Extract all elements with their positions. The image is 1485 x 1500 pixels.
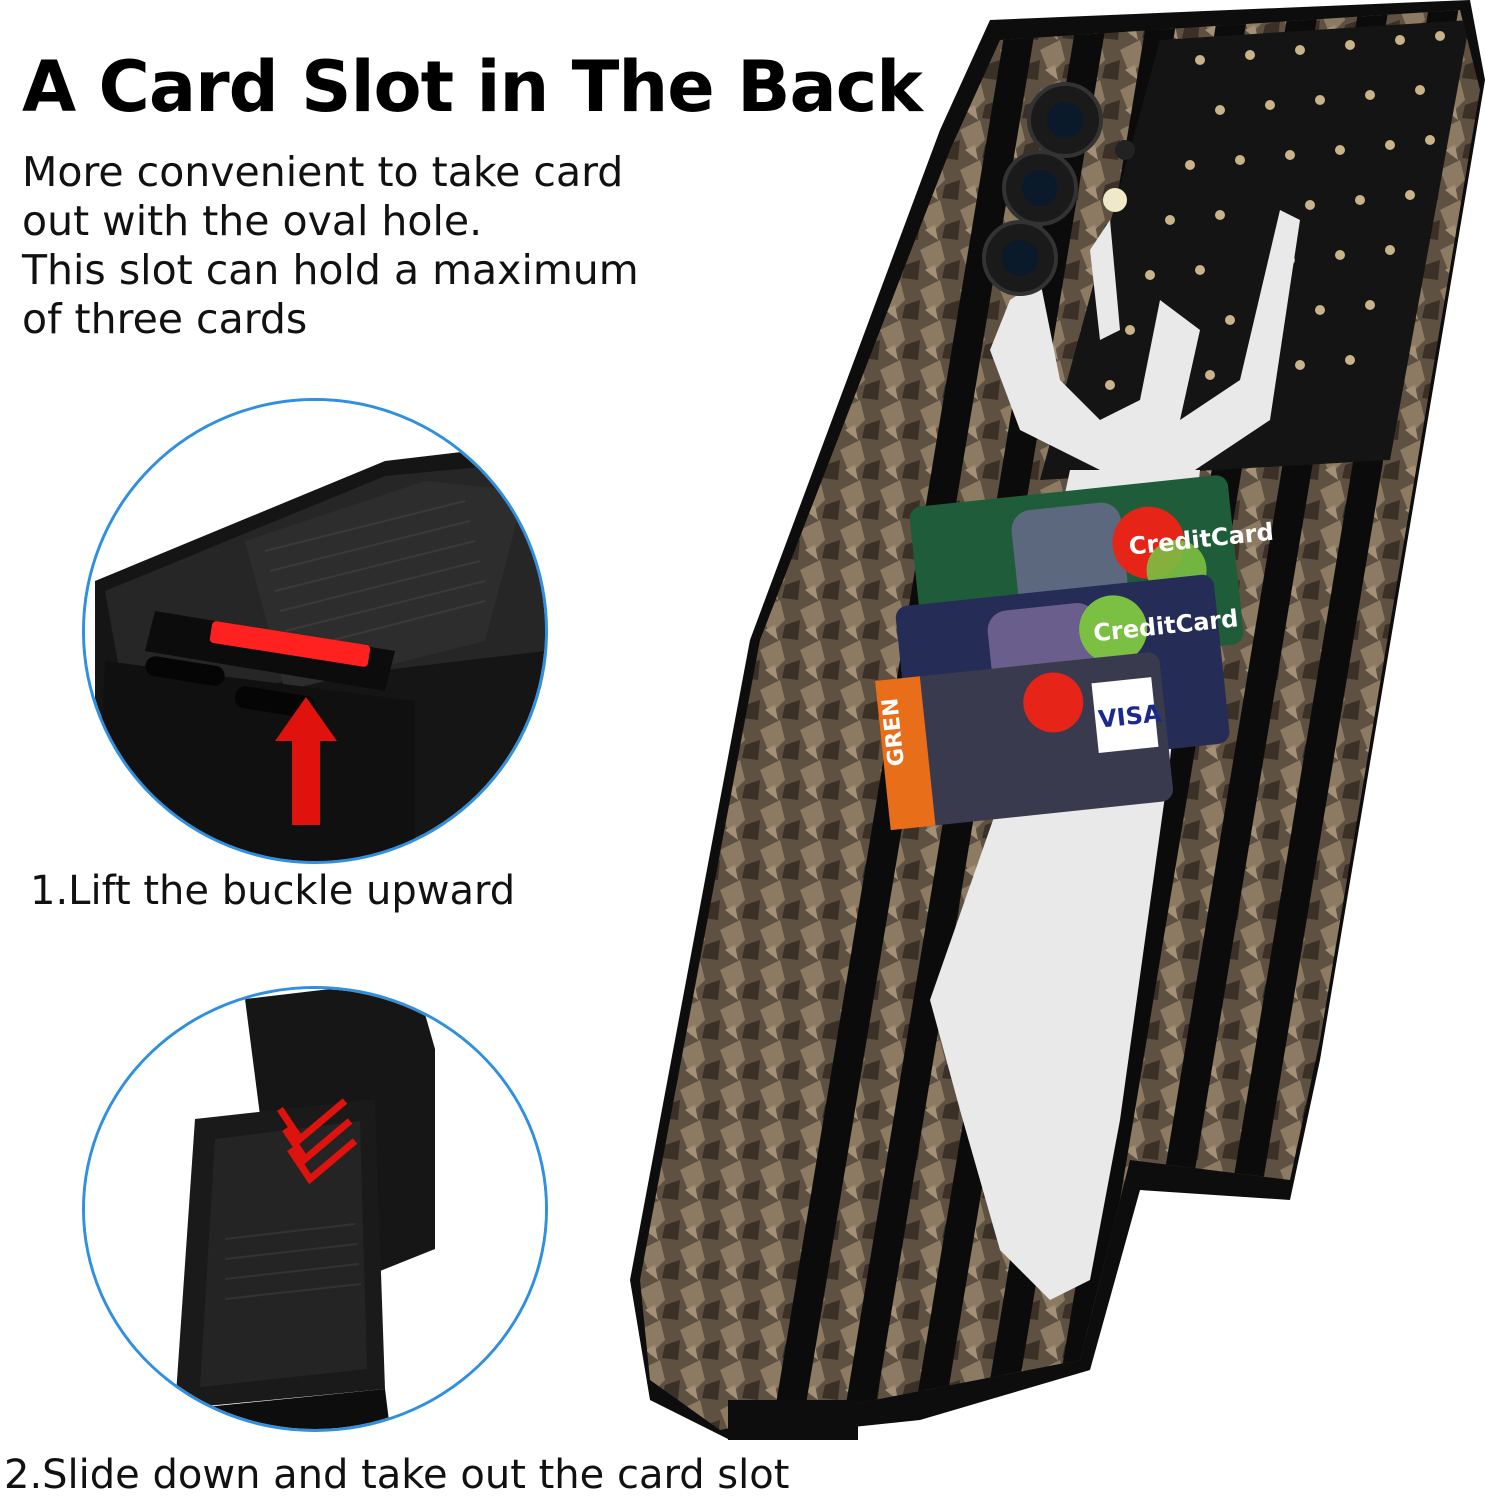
step-1-label: 1.Lift the buckle upward bbox=[30, 868, 516, 914]
card-3-brand: VISA bbox=[1097, 699, 1163, 734]
credit-cards: CreditCard CreditCard GREN VISA bbox=[875, 475, 1275, 831]
description-line: of three cards bbox=[22, 295, 308, 343]
card-3: GREN VISA bbox=[875, 652, 1174, 831]
phone-case-image: CreditCard CreditCard GREN VISA bbox=[620, 0, 1485, 1500]
description: More convenient to take card out with th… bbox=[22, 148, 722, 344]
phone-case-illustration: CreditCard CreditCard GREN VISA bbox=[630, 0, 1485, 1440]
headline: A Card Slot in The Back bbox=[22, 46, 923, 128]
slide-tab bbox=[728, 1400, 858, 1440]
buckle-closeup-image bbox=[85, 401, 545, 861]
camera-module bbox=[982, 82, 1135, 296]
description-line: More convenient to take card bbox=[22, 148, 624, 196]
description-line: This slot can hold a maximum bbox=[22, 246, 639, 294]
step-2-label: 2.Slide down and take out the card slot bbox=[4, 1452, 790, 1498]
description-line: out with the oval hole. bbox=[22, 197, 483, 245]
slide-closeup-image bbox=[85, 989, 545, 1429]
detail-circle-lift-buckle bbox=[82, 398, 548, 864]
detail-circle-slide-down bbox=[82, 986, 548, 1432]
